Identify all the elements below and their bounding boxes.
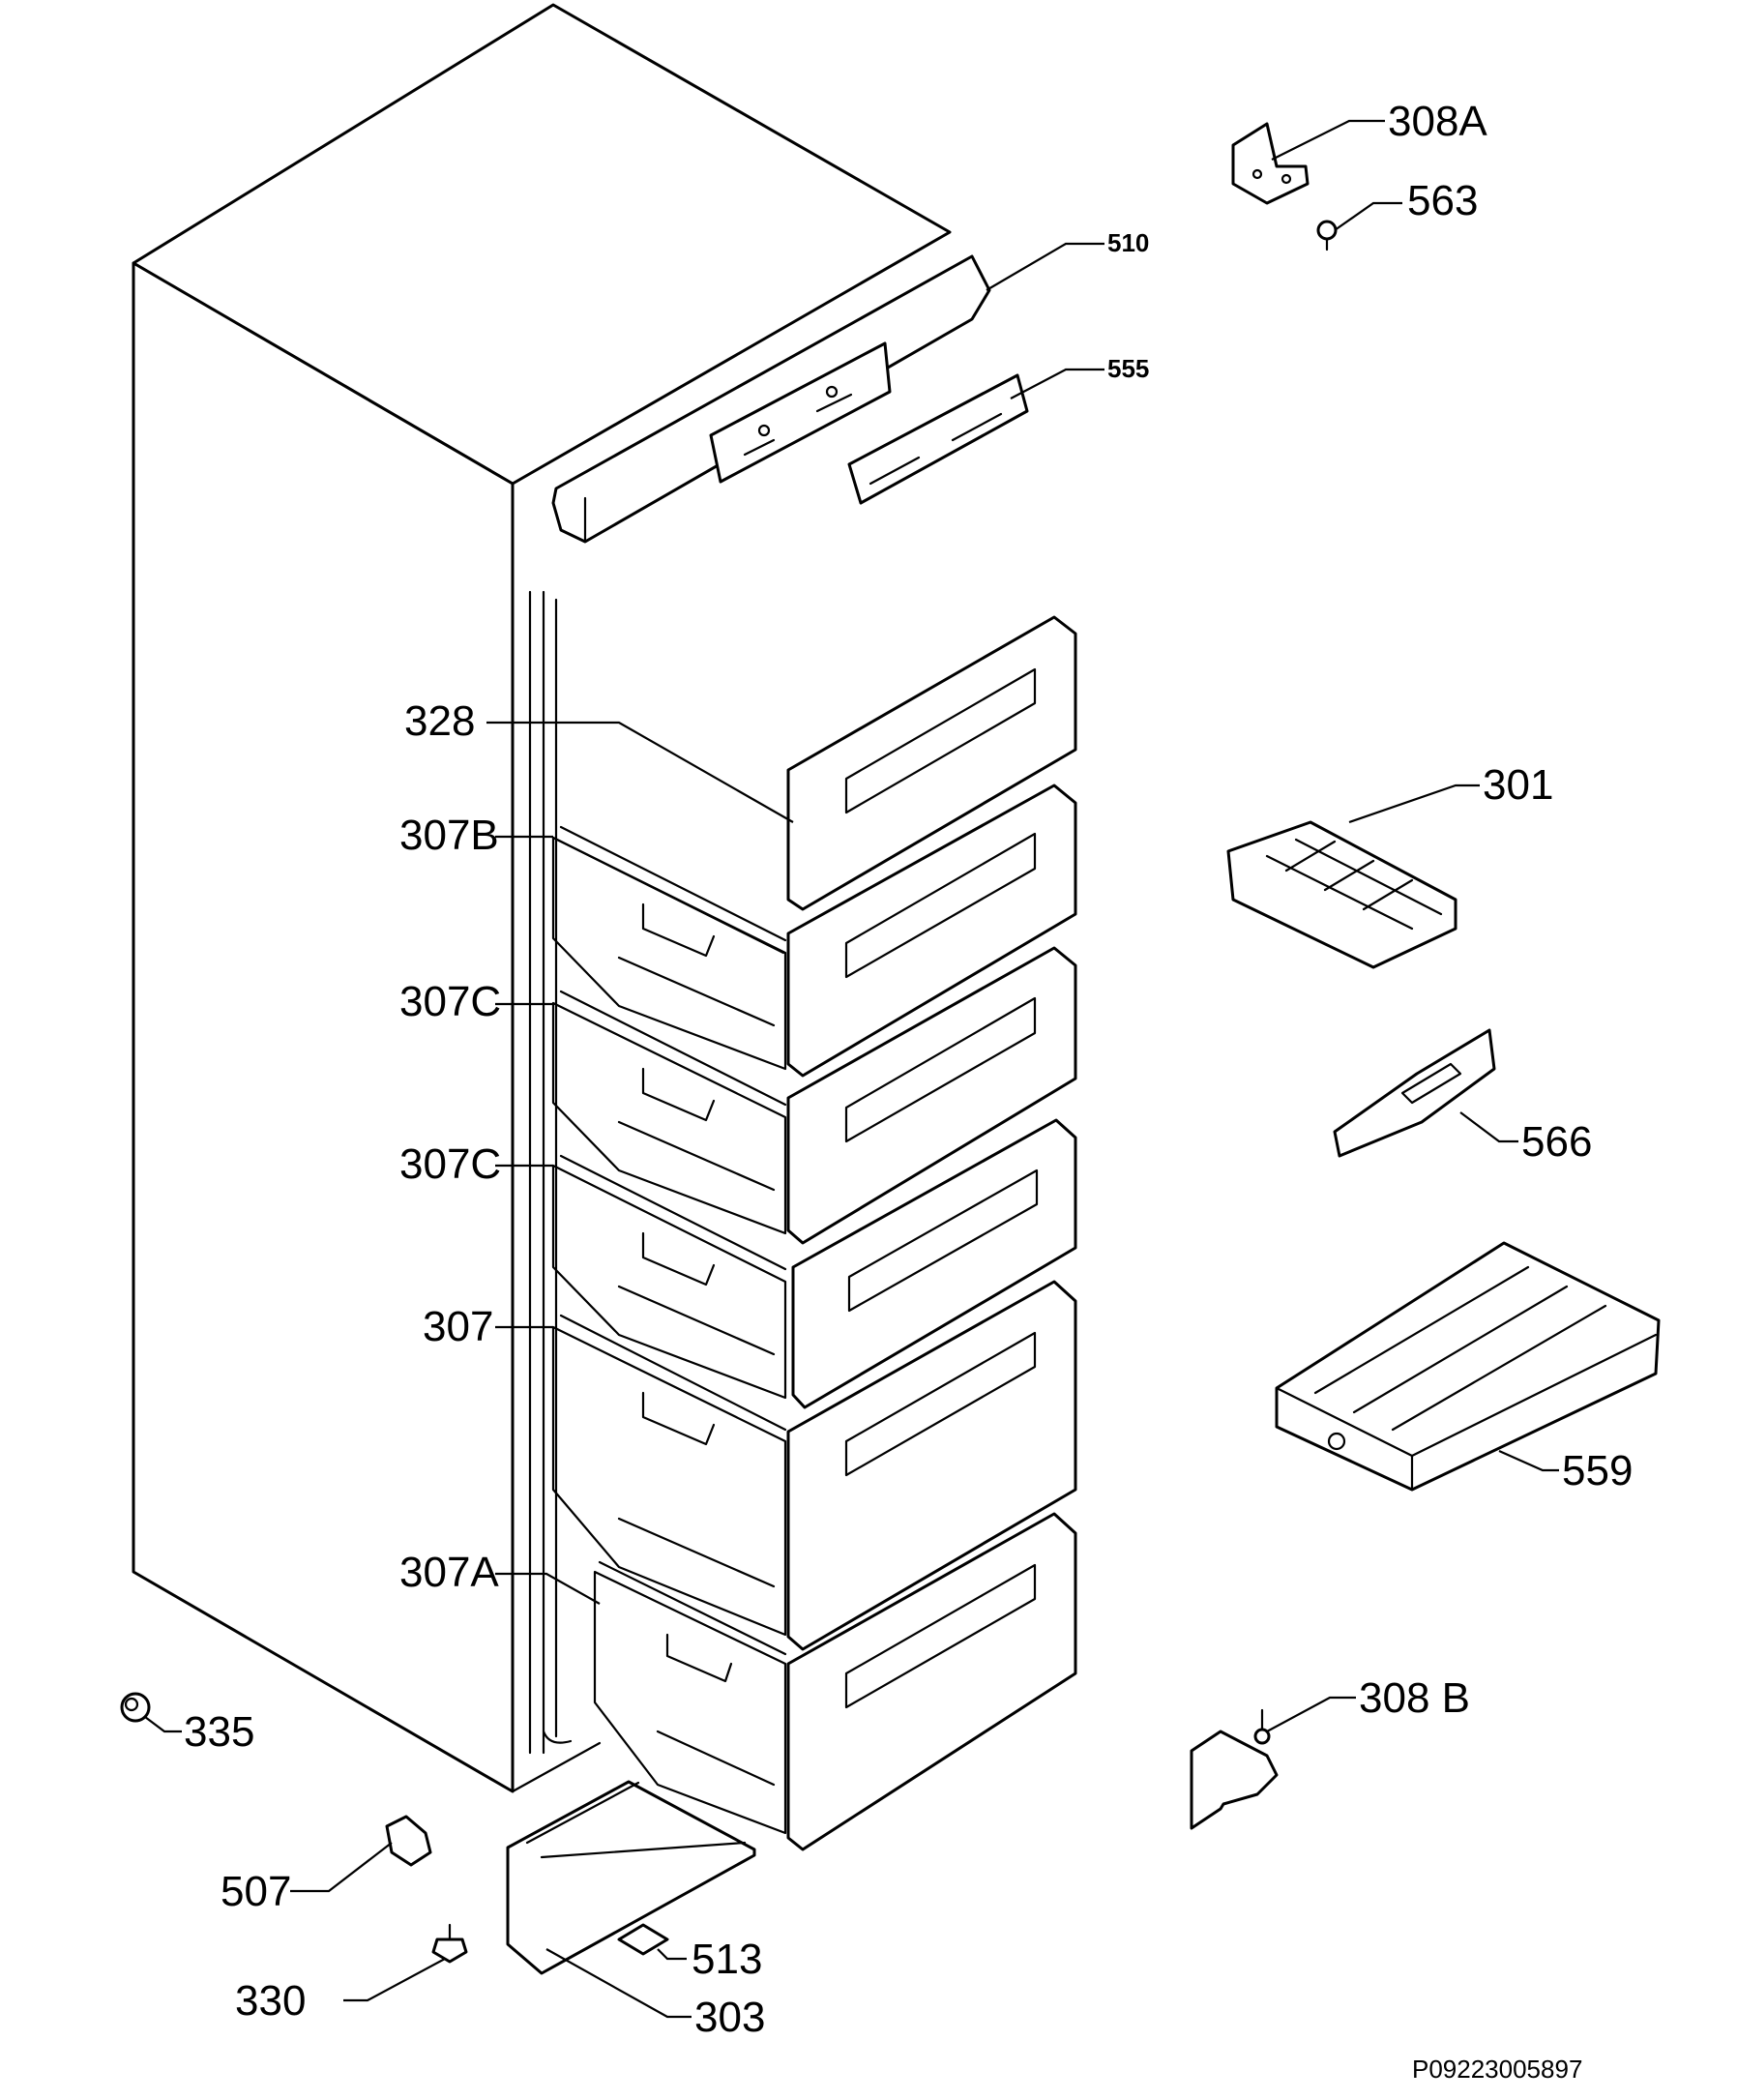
basket-307	[551, 1314, 787, 1637]
drawer-front-3	[791, 1118, 1077, 1409]
label-566: 566	[1521, 1118, 1592, 1166]
label-307a: 307A	[399, 1549, 499, 1596]
label-510: 510	[1107, 228, 1149, 257]
label-328: 328	[404, 697, 475, 745]
leader-lines	[144, 119, 1559, 2019]
label-307: 307	[423, 1303, 493, 1350]
part-563-screw	[1316, 220, 1338, 251]
drawer-front-5	[786, 1512, 1077, 1851]
drawer-front-4	[786, 1280, 1077, 1651]
part-335-cap	[120, 1692, 151, 1723]
basket-307a	[593, 1560, 787, 1835]
part-308a-hinge	[1231, 122, 1310, 205]
part-510-control-panel	[551, 254, 991, 544]
part-labels: 308A 563 510 555 328 301 307B 307C 307C …	[184, 98, 1633, 2084]
part-507-clip	[385, 1815, 432, 1867]
part-301-ice-tray	[1226, 820, 1457, 969]
label-513: 513	[692, 1936, 762, 1983]
label-555: 555	[1107, 354, 1149, 383]
basket-307c-1	[551, 990, 787, 1235]
label-307c-1: 307C	[399, 978, 501, 1025]
part-328-flap	[786, 615, 1077, 911]
label-563: 563	[1407, 177, 1478, 224]
label-303: 303	[694, 1994, 765, 2041]
cabinet	[132, 3, 952, 1793]
label-308a: 308A	[1388, 98, 1487, 145]
basket-307b	[551, 825, 787, 1071]
label-301: 301	[1483, 761, 1553, 809]
label-307b: 307B	[399, 812, 499, 859]
part-566-ice-scraper	[1333, 1028, 1496, 1158]
part-330-foot	[431, 1923, 468, 1964]
label-559: 559	[1562, 1447, 1633, 1494]
part-308b-hinge	[1190, 1708, 1279, 1830]
label-335: 335	[184, 1708, 254, 1756]
part-303-plinth	[506, 1780, 756, 1975]
label-308b: 308 B	[1359, 1674, 1470, 1722]
reference-code: P09223005897	[1412, 2055, 1582, 2084]
label-307c-2: 307C	[399, 1140, 501, 1188]
part-559-ice-pack	[1275, 1241, 1661, 1492]
part-513-cover	[617, 1923, 669, 1956]
drawer-front-1	[786, 784, 1077, 1078]
part-555-strip	[847, 373, 1029, 505]
basket-307c-2	[551, 1154, 787, 1400]
label-330: 330	[235, 1977, 306, 2025]
label-507: 507	[221, 1868, 291, 1915]
drawer-front-2	[786, 946, 1077, 1245]
